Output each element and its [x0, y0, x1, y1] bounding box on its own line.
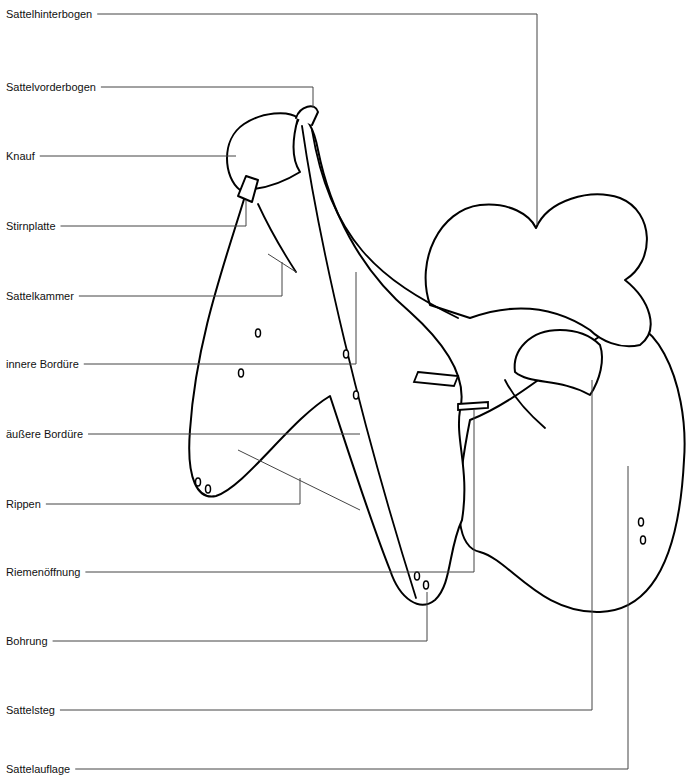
- leader-line: [88, 434, 360, 435]
- drill-hole: [256, 329, 261, 337]
- part-label: Sattelhinterbogen: [5, 8, 93, 21]
- strap-slot: [458, 402, 488, 410]
- bridge-line: [505, 380, 545, 428]
- part-label: Sattelsteg: [5, 704, 56, 717]
- drill-hole: [415, 572, 420, 580]
- leader-line: [97, 14, 537, 225]
- part-label: Rippen: [5, 498, 42, 511]
- leader-line: [53, 592, 427, 641]
- drill-hole: [354, 391, 359, 399]
- drill-hole: [206, 485, 211, 493]
- part-label: äußere Bordüre: [5, 428, 84, 441]
- drill-hole: [639, 518, 644, 526]
- drill-hole: [641, 536, 646, 544]
- leader-line: [40, 156, 236, 157]
- drill-hole: [196, 478, 201, 486]
- part-label: innere Bordüre: [5, 358, 80, 371]
- part-label: Sattelkammer: [5, 290, 75, 303]
- leader-line: [46, 478, 300, 504]
- front-arch-top: [296, 106, 318, 125]
- leader-line: [61, 200, 246, 226]
- part-label: Bohrung: [5, 635, 49, 648]
- leader-line: [101, 87, 313, 108]
- leader-line: [84, 272, 356, 364]
- part-label: Sattelvorderbogen: [5, 81, 97, 94]
- drill-hole: [344, 350, 349, 358]
- cantle: [426, 195, 651, 347]
- part-label: Riemenöffnung: [5, 566, 81, 579]
- leader-line: [75, 466, 628, 769]
- bridge: [515, 330, 602, 395]
- leader-line: [238, 450, 360, 510]
- part-label: Knauf: [5, 150, 36, 163]
- pommel: [227, 113, 300, 190]
- front-panel: [189, 116, 464, 605]
- outer-border: [312, 130, 458, 318]
- leader-line: [60, 380, 592, 710]
- leader-line: [85, 410, 474, 572]
- drill-hole: [424, 581, 429, 589]
- inner-border: [302, 126, 416, 598]
- drill-hole: [239, 369, 244, 377]
- front-plate: [238, 176, 258, 202]
- chamber-edge: [258, 204, 296, 272]
- leader-line: [268, 254, 296, 272]
- part-label: Stirnplatte: [5, 220, 57, 233]
- part-label: Sattelauflage: [5, 763, 71, 776]
- saddle-panel: [459, 324, 685, 613]
- leader-line: [79, 262, 282, 296]
- strap-slot: [414, 372, 458, 386]
